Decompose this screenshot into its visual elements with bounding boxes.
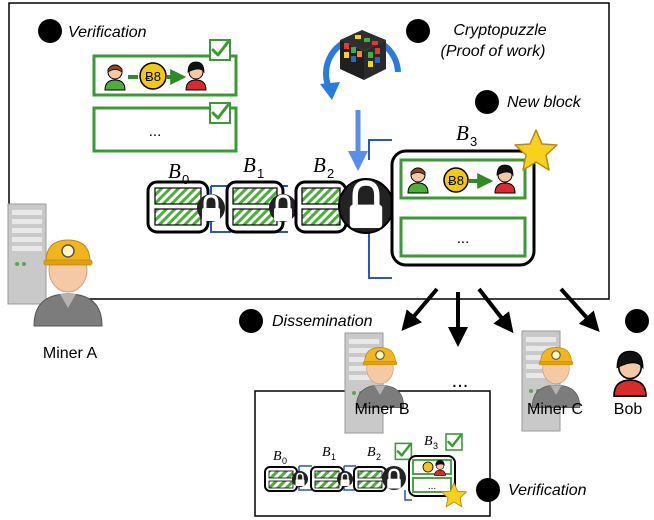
step-8-label: Verification xyxy=(508,482,587,499)
arrow-to-bob xyxy=(559,287,600,332)
block-b2: B 2 xyxy=(294,153,348,234)
step-5-label: New block xyxy=(507,94,582,111)
block-index: 2 xyxy=(376,452,381,462)
big-lock xyxy=(338,178,394,234)
block-b3-new: B 3 Ƀ8 ... xyxy=(390,121,536,267)
step-7-number: 7 xyxy=(247,314,255,331)
block-b1: B 1 xyxy=(225,153,285,234)
block-index: 2 xyxy=(327,166,334,181)
bob: 9 Bob xyxy=(613,309,649,418)
lock-b1-b2 xyxy=(269,194,297,223)
step-4-label: Verification xyxy=(68,24,147,41)
step-6-label-line1: Cryptopuzzle xyxy=(453,22,546,39)
arrow-to-miner-c xyxy=(477,287,514,334)
block-index: 0 xyxy=(282,456,287,466)
step-7-badge xyxy=(239,309,263,333)
miner-b-label: Miner B xyxy=(354,401,409,418)
blockchain-mini: B 0 B 1 B 2 xyxy=(264,432,468,508)
mini-block-b2: B 2 xyxy=(353,445,387,492)
lock-b0-b1 xyxy=(197,194,225,223)
check-icon xyxy=(394,442,413,461)
step-6-badge xyxy=(406,19,430,43)
blockchain-main: B 0 B 1 B 2 B xyxy=(146,121,558,279)
block-label: B xyxy=(367,445,376,460)
step-4-badge xyxy=(38,19,62,43)
block-index: 0 xyxy=(182,172,189,187)
step-9-badge xyxy=(625,309,649,333)
block-index: 1 xyxy=(257,166,264,181)
transactions-box xyxy=(399,216,527,258)
mini-lock xyxy=(337,471,353,487)
bitcoin-coin-icon xyxy=(139,62,167,90)
transactions-box xyxy=(412,477,452,493)
step-6-label-line2: (Proof of work) xyxy=(441,43,546,60)
step-8-number: 8 xyxy=(484,483,492,500)
coin-amount: Ƀ8 xyxy=(448,173,464,188)
block-label: B xyxy=(456,121,469,145)
block-b0: B 0 xyxy=(146,159,210,234)
more-nodes-ellipsis: ... xyxy=(452,370,469,392)
check-icon xyxy=(208,101,232,125)
step-6-number: 6 xyxy=(414,24,422,41)
mini-block-b1: B 1 xyxy=(310,445,344,492)
block-label: B xyxy=(322,445,331,460)
step-6-cryptopuzzle: 6 Cryptopuzzle (Proof of work) xyxy=(320,19,547,100)
mini-lock xyxy=(292,471,308,487)
step-4-number: 4 xyxy=(46,24,55,41)
pending-transaction: Ƀ8 xyxy=(92,38,238,97)
bob-label: Bob xyxy=(614,401,643,418)
block-index: 1 xyxy=(331,452,336,462)
step-8-badge xyxy=(476,478,500,502)
step-9-number: 9 xyxy=(633,314,641,331)
block-label: B xyxy=(273,449,282,464)
block-label: B xyxy=(243,153,256,177)
miner-a: Miner A xyxy=(7,203,103,362)
mini-block-b3: B 3 ... xyxy=(408,434,456,497)
mini-block-b0: B 0 xyxy=(264,449,298,492)
miner-a-label: Miner A xyxy=(43,345,98,362)
block-index: 3 xyxy=(433,441,438,451)
miner-c-label: Miner C xyxy=(527,401,583,418)
step-7-label: Dissemination xyxy=(272,313,373,330)
bitcoin-coin-icon xyxy=(443,167,469,193)
block-label: B xyxy=(424,434,433,449)
server-icon xyxy=(7,203,47,305)
block-label: B xyxy=(313,153,326,177)
spin-arrow-head-icon xyxy=(320,82,340,100)
bitcoin-coin-icon xyxy=(422,461,434,473)
check-icon xyxy=(208,38,232,62)
step-5-new-block: 5 New block xyxy=(475,90,582,114)
chain-link xyxy=(368,139,392,160)
step-5-number: 5 xyxy=(483,95,491,112)
ellipsis-text: ... xyxy=(457,230,470,247)
check-icon xyxy=(444,432,464,452)
step-8-verification: 8 Verification xyxy=(476,478,587,502)
mini-big-lock xyxy=(382,466,406,490)
miner-a-frame xyxy=(8,2,610,300)
step-5-badge xyxy=(475,90,499,114)
dissemination-arrows xyxy=(401,287,600,347)
block-label: B xyxy=(168,159,181,183)
miner-c: Miner C xyxy=(521,330,583,432)
rubiks-cube-icon xyxy=(340,30,386,80)
block-index: 3 xyxy=(470,134,477,149)
bob-person-icon xyxy=(613,350,647,398)
arrow-to-miner-b xyxy=(401,287,439,332)
step-4-verification: 4 Verification xyxy=(38,19,147,43)
ellipsis-text: ... xyxy=(428,481,436,492)
ellipsis-text: ... xyxy=(149,123,162,140)
step-7-dissemination: 7 Dissemination xyxy=(239,309,373,333)
chain-link xyxy=(368,230,392,279)
other-transactions: ... xyxy=(92,101,238,153)
coin-amount: Ƀ8 xyxy=(145,69,161,84)
miner-b: Miner B xyxy=(344,332,410,434)
